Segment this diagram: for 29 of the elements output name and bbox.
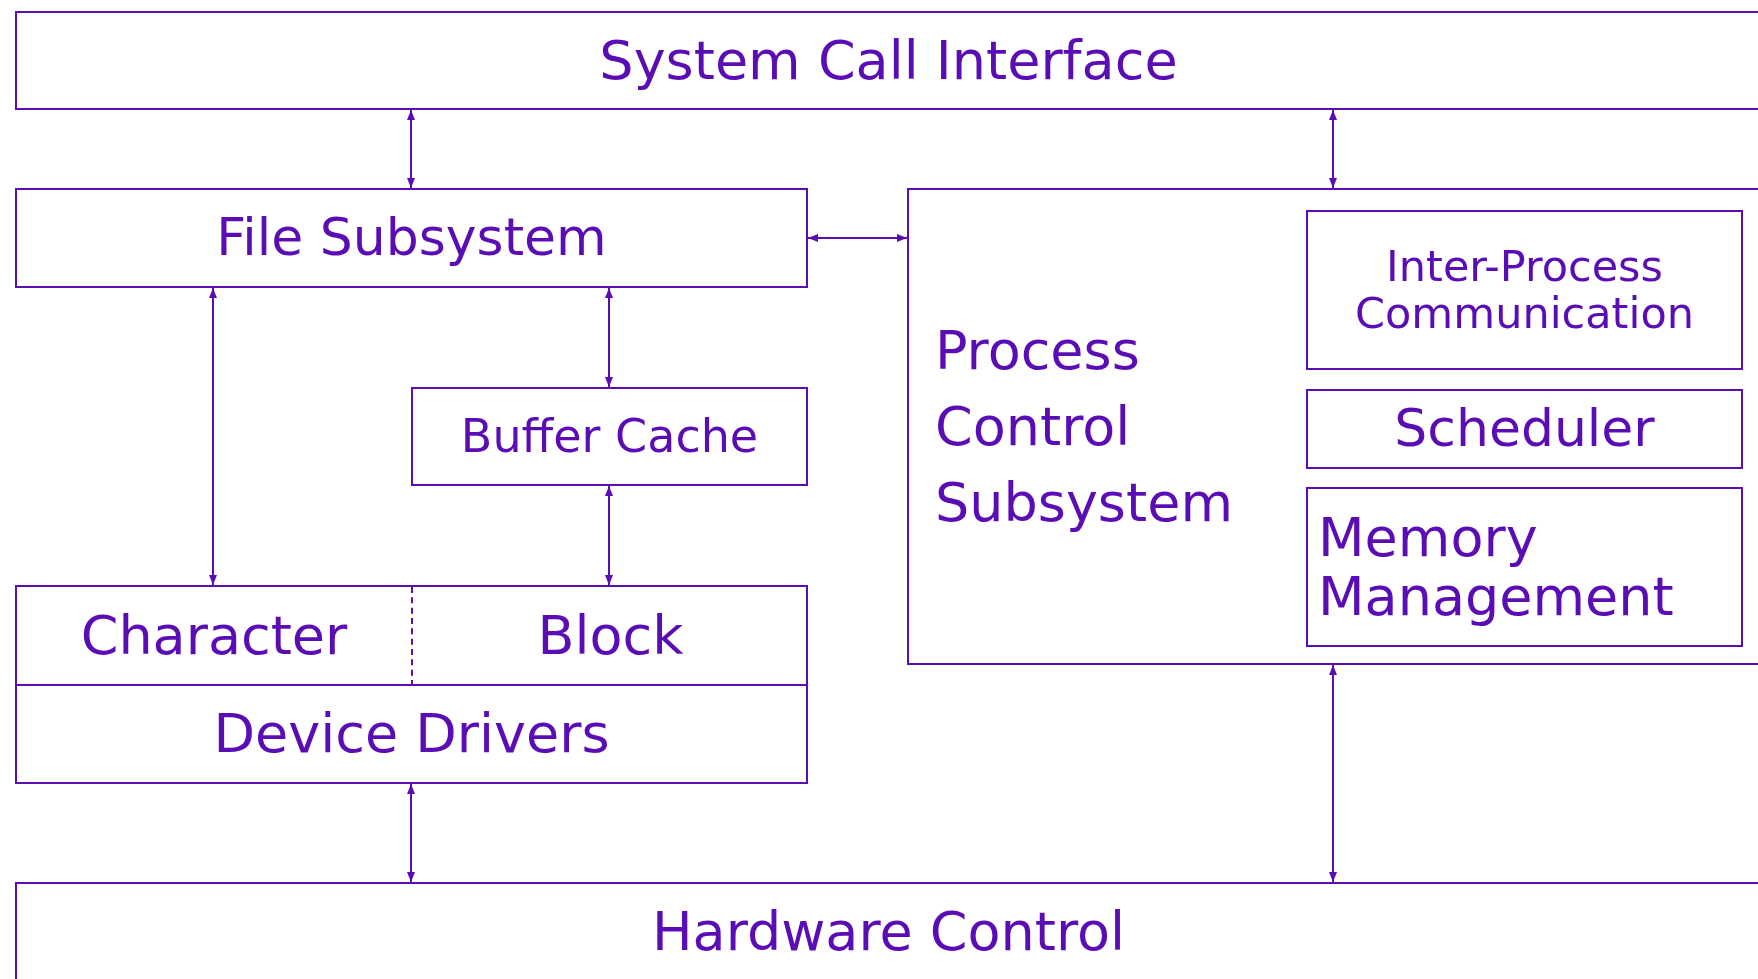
hardware-box [15, 882, 1758, 979]
subsystem-box [15, 188, 808, 288]
node-label: File Subsystem [216, 209, 607, 267]
subsystem-box [907, 188, 1758, 665]
cache-box [411, 387, 808, 486]
node-label: Inter-Process Communication [1354, 242, 1695, 338]
double-arrow [407, 783, 415, 883]
double-arrow [807, 234, 908, 242]
node-label: Buffer Cache [460, 411, 759, 462]
node-label: Scheduler [1394, 400, 1655, 458]
node-label: System Call Interface [599, 30, 1178, 91]
interface-box [15, 11, 1758, 110]
double-arrow [605, 485, 613, 586]
double-arrow [605, 287, 613, 388]
node-label: Device Drivers [213, 704, 610, 764]
double-arrow [407, 109, 415, 189]
module-box [1306, 210, 1743, 370]
node-label: Hardware Control [651, 901, 1126, 962]
node-label: Block [537, 605, 684, 666]
module-box [1306, 389, 1743, 469]
node-label: Memory Management [1318, 507, 1675, 627]
module-box [1306, 487, 1743, 647]
double-arrow [209, 287, 217, 586]
driver-box [15, 585, 808, 784]
node-label: Character [80, 605, 348, 666]
double-arrow [1329, 109, 1337, 189]
driver-section [17, 587, 413, 686]
double-arrow [1329, 664, 1337, 883]
node-label: Process Control Subsystem [935, 317, 1234, 536]
